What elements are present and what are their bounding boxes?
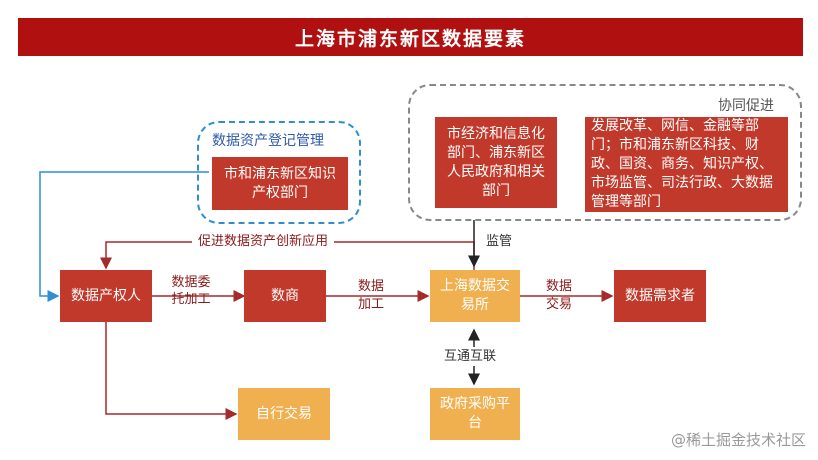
edge-label-supervision: 监管	[486, 234, 513, 249]
registration-link	[39, 171, 209, 302]
node-other-depts: 发展改革、网信、金融等部门；市和浦东新区科技、财政、国资、商务、知识产权、市场监…	[585, 117, 788, 212]
collaboration-group-frame	[408, 84, 802, 221]
edge-label-interconnect: 互通互联	[440, 347, 501, 366]
node-merchant: 数商	[244, 270, 326, 322]
edge-label-trade: 数据交易	[546, 278, 576, 314]
edge-label-entrust: 数据委托加工	[170, 274, 212, 308]
node-econ-info: 市经济和信息化部门、浦东新区人民政府和相关部门	[435, 117, 557, 208]
diagram-title: 上海市浦东新区数据要素	[18, 18, 803, 56]
watermark: @稀土掘金技术社区	[670, 431, 806, 449]
node-gov-procurement: 政府采购平台	[430, 388, 520, 440]
node-ip-office: 市和浦东新区知识产权部门	[212, 157, 348, 210]
node-demander: 数据需求者	[614, 270, 706, 322]
self-trade-link	[105, 322, 238, 420]
edge-label-trade-text: 数据交易	[546, 279, 573, 312]
registration-group-label: 数据资产登记管理	[212, 133, 324, 149]
node-exchange: 上海数据交易所	[430, 270, 520, 322]
edge-label-entrust-text: 数据委托加工	[171, 275, 211, 307]
edge-label-process-text: 数据加工	[358, 279, 385, 312]
edge-label-process: 数据加工	[358, 278, 388, 314]
registration-group-frame	[197, 121, 361, 224]
collaboration-group-label: 协同促进	[718, 98, 774, 114]
node-self-trade: 自行交易	[238, 388, 330, 440]
edge-label-feedback: 促进数据资产创新应用	[192, 232, 335, 251]
node-rights-holder: 数据产权人	[60, 270, 152, 322]
